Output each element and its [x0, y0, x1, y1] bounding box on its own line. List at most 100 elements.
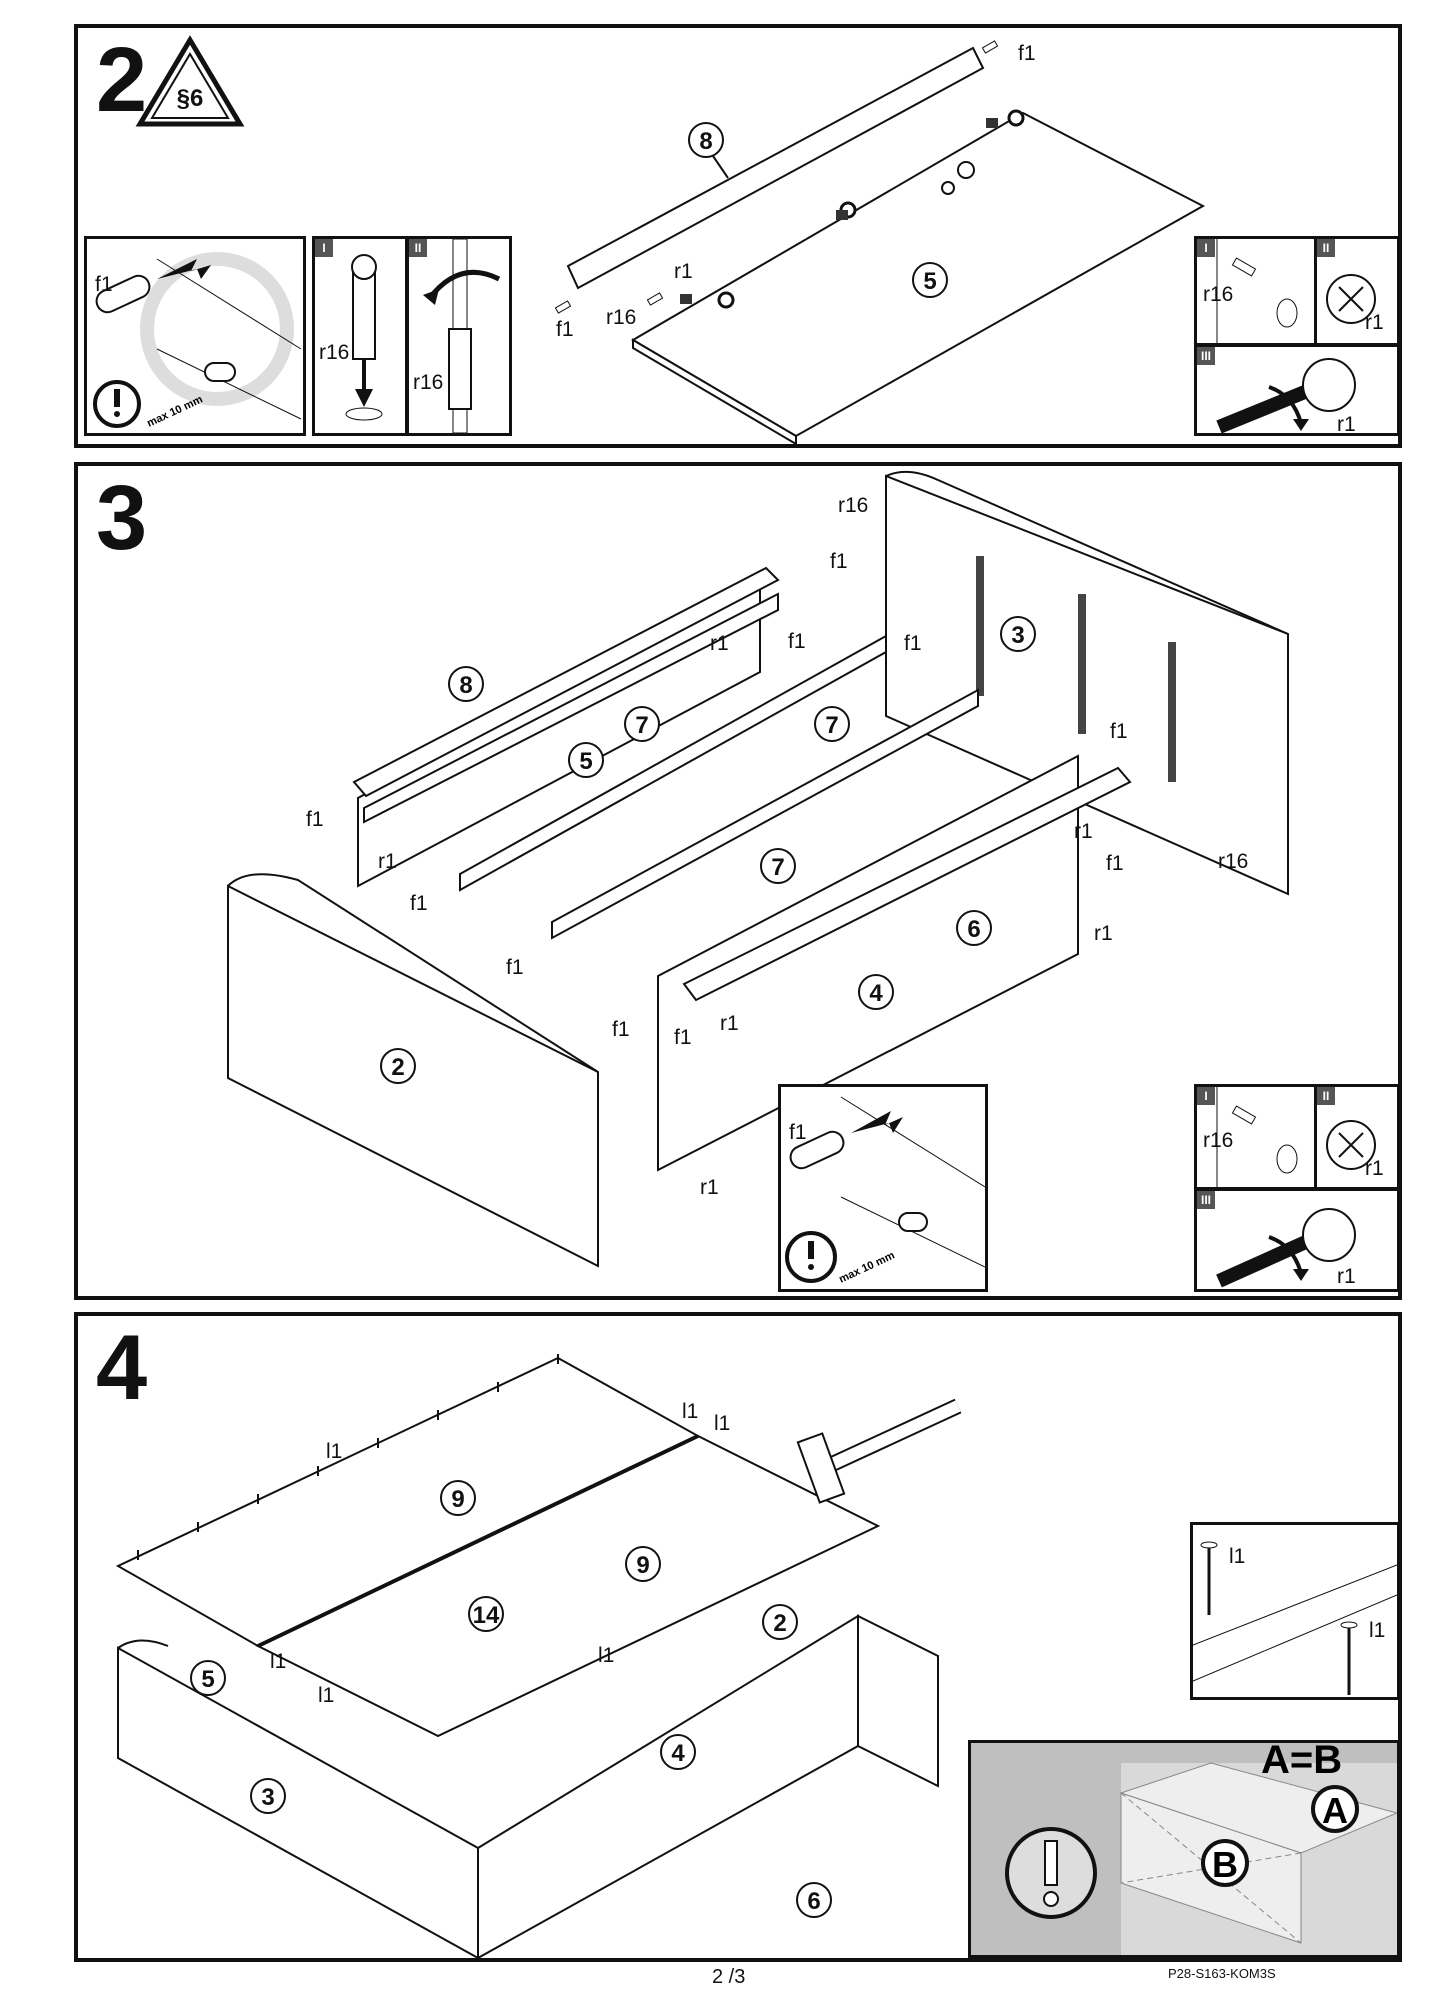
label-r1: r1	[1365, 311, 1384, 334]
step-number: 2	[96, 29, 148, 131]
label-l1: l1	[1369, 1619, 1385, 1642]
label-l1: l1	[1229, 1545, 1245, 1568]
svg-text:5: 5	[923, 268, 936, 295]
svg-text:9: 9	[451, 1486, 464, 1513]
hammer-icon	[796, 1398, 962, 1504]
label-l1: l1	[270, 1650, 286, 1673]
label-f1: f1	[674, 1026, 692, 1049]
cam-right-iii-inset: III r1	[1194, 344, 1400, 436]
step-4-drawing: 9 9 14 2 5 4 3 6 l1 l	[115, 1354, 962, 1958]
step-number: 4	[96, 1317, 148, 1419]
svg-text:8: 8	[459, 672, 472, 699]
label-r16: r16	[319, 341, 349, 364]
part-7-callout: 7	[760, 848, 796, 884]
part-7-callout: 7	[814, 706, 850, 742]
label-l1: l1	[682, 1400, 698, 1423]
svg-text:2: 2	[773, 1610, 786, 1637]
label-f1: f1	[95, 273, 113, 296]
svg-text:9: 9	[636, 1552, 649, 1579]
label-f1: f1	[830, 550, 848, 573]
svg-text:14: 14	[473, 1602, 500, 1629]
label-r1: r1	[378, 850, 397, 873]
svg-text:3: 3	[1011, 622, 1024, 649]
dowel-inset: f1 max 10 mm	[84, 236, 306, 436]
label-f1: f1	[1018, 42, 1036, 65]
cam-right-iii-inset: III r1	[1194, 1188, 1400, 1292]
part-6-callout: 6	[796, 1882, 832, 1918]
dowel-inset: f1 max 10 mm	[778, 1084, 988, 1292]
part-4-callout: 4	[858, 974, 894, 1010]
cam-right-ii-inset: II r1	[1314, 236, 1400, 346]
part-8-callout: 8	[448, 666, 484, 702]
label-r1: r1	[700, 1176, 719, 1199]
step-4-panel: 4 9 9	[74, 1312, 1402, 1962]
svg-text:7: 7	[635, 712, 648, 739]
svg-text:4: 4	[869, 980, 883, 1007]
part-9-callout: 9	[440, 1480, 476, 1516]
warning-triangle-icon: §6	[135, 35, 245, 127]
label-r16: r16	[1218, 850, 1248, 873]
label-l1: l1	[598, 1644, 614, 1667]
part-7-callout: 7	[624, 706, 660, 742]
step-2-panel: 2 §6 8 5 f1 f1 r16 r1	[74, 24, 1402, 448]
diagonal-equation: A=B	[1261, 1743, 1342, 1782]
label-r16: r16	[838, 494, 868, 517]
svg-text:3: 3	[261, 1784, 274, 1811]
label-f1: f1	[788, 630, 806, 653]
step-number: 3	[96, 467, 148, 569]
label-f1: f1	[789, 1121, 807, 1144]
label-f1: f1	[410, 892, 428, 915]
part-6-callout: 6	[956, 910, 992, 946]
label-r16: r16	[413, 371, 443, 394]
part-14-callout: 14	[468, 1596, 504, 1632]
label-r16: r16	[1203, 283, 1233, 306]
label-r1: r1	[710, 632, 729, 655]
label-r1: r1	[1337, 413, 1356, 433]
max-depth: max 10 mm	[837, 1249, 897, 1285]
label-r1: r1	[720, 1012, 739, 1035]
cam-right-i-inset: I r16	[1194, 1084, 1320, 1190]
svg-text:2: 2	[391, 1054, 404, 1081]
part-3-callout: 3	[1000, 616, 1036, 652]
label-r16: r16	[1203, 1129, 1233, 1152]
step-3-drawing: 8 5 7 7 7 3 6 4	[227, 470, 1289, 1268]
label-f1: f1	[1110, 720, 1128, 743]
part-5-callout: 5	[190, 1660, 226, 1696]
cam-right-ii-inset: II r1	[1314, 1084, 1400, 1190]
label-f1: f1	[612, 1018, 630, 1041]
svg-text:5: 5	[579, 748, 592, 775]
part-5-callout: 5	[568, 742, 604, 778]
part-2-callout: 2	[380, 1048, 416, 1084]
svg-text:4: 4	[671, 1740, 685, 1767]
svg-text:7: 7	[825, 712, 838, 739]
step-3-panel: 3 8 5 7	[74, 462, 1402, 1300]
part-2-callout: 2	[762, 1604, 798, 1640]
max-depth: max 10 mm	[145, 393, 205, 429]
diagonal-check-inset: A=B A B	[968, 1740, 1400, 1958]
label-r1: r1	[1074, 820, 1093, 843]
section-badge: §6	[177, 85, 204, 112]
part-9-callout: 9	[625, 1546, 661, 1582]
label-r1: r1	[1337, 1265, 1356, 1288]
svg-text:6: 6	[807, 1888, 820, 1915]
document-code: P28-S163-KOM3S	[1168, 1966, 1276, 1981]
label-f1: f1	[306, 808, 324, 831]
label-f1: f1	[1106, 852, 1124, 875]
part-5-callout: 5	[912, 262, 948, 298]
diagonal-b: B	[1212, 1844, 1238, 1885]
label-f1: f1	[556, 318, 574, 341]
label-l1: l1	[326, 1440, 342, 1463]
part-3-callout: 3	[250, 1778, 286, 1814]
diagonal-a: A	[1322, 1790, 1348, 1831]
svg-text:8: 8	[699, 128, 712, 155]
label-r1: r1	[1365, 1157, 1384, 1180]
label-f1: f1	[506, 956, 524, 979]
label-r1: r1	[674, 260, 693, 283]
label-r1: r1	[1094, 922, 1113, 945]
cam-step-i-inset: I r16	[312, 236, 408, 436]
part-8-callout: 8	[688, 122, 729, 179]
part-4-callout: 4	[660, 1734, 696, 1770]
svg-text:6: 6	[967, 916, 980, 943]
svg-text:7: 7	[771, 854, 784, 881]
label-l1: l1	[714, 1412, 730, 1435]
